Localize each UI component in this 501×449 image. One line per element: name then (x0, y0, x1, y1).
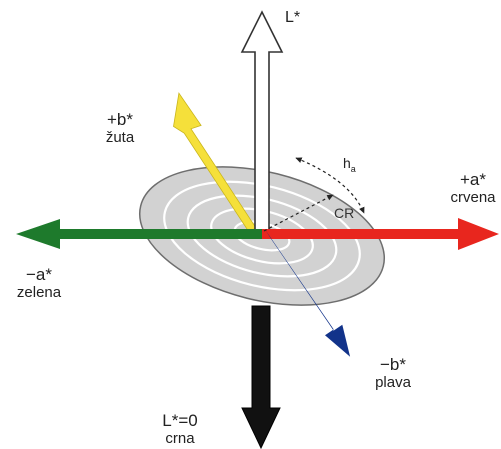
hue-angle-label: ha (343, 155, 356, 174)
a-positive-name: crvena (450, 189, 496, 206)
a-negative-arrow (16, 219, 262, 249)
a-positive-label: +a* crvena (443, 170, 501, 206)
a-negative-label: −a* zelena (4, 265, 74, 301)
disc-ring-1 (163, 180, 361, 292)
lightness-zero-symbol: L*=0 (162, 411, 198, 430)
lightness-zero-label: L*=0 crna (150, 411, 210, 447)
a-positive-arrow (262, 218, 499, 250)
lightness-axis-label: L* (285, 9, 301, 26)
a-negative-symbol: −a* (26, 265, 52, 284)
lightness-zero-name: crna (165, 430, 195, 447)
b-negative-label: −b* plava (366, 355, 420, 391)
b-negative-name: plava (375, 374, 411, 391)
lightness-axis-lower-arrow (241, 305, 281, 449)
b-negative-symbol: −b* (380, 355, 406, 374)
b-positive-symbol: +b* (107, 110, 133, 129)
a-positive-symbol: +a* (460, 170, 486, 189)
b-positive-name: žuta (105, 129, 135, 146)
hue-angle-arc (295, 157, 365, 214)
a-negative-name: zelena (16, 284, 62, 301)
chroma-label: CR (334, 205, 355, 221)
b-negative-arrow (265, 229, 351, 357)
disc-ring-2 (186, 194, 338, 278)
b-positive-label: +b* žuta (92, 110, 148, 146)
b-positive-arrow (173, 92, 257, 233)
lightness-axis-upper-arrow (240, 10, 284, 234)
